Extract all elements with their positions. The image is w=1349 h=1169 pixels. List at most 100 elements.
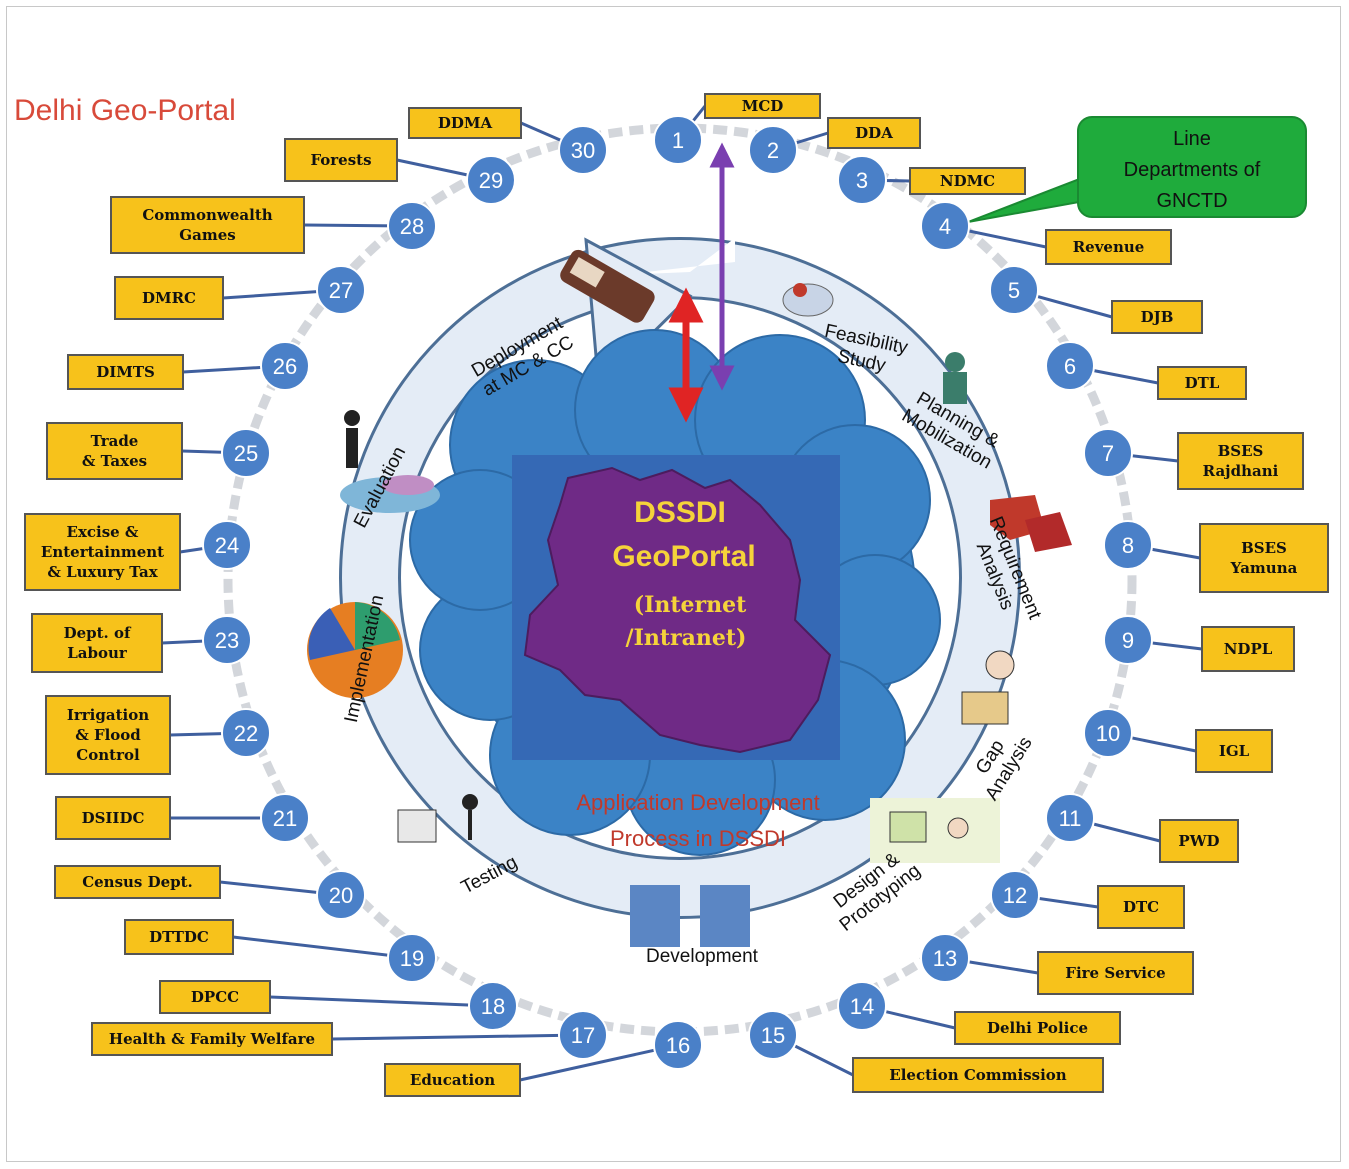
dept-label-27-1: DMRC bbox=[142, 289, 196, 307]
node-number-29: 29 bbox=[479, 168, 503, 193]
callout-line-1: Line bbox=[1173, 128, 1211, 150]
dept-box-30 bbox=[408, 107, 522, 139]
dept-box-19 bbox=[124, 919, 234, 955]
node-circle-8 bbox=[1103, 520, 1153, 570]
dept-label-16-1: Education bbox=[410, 1071, 495, 1089]
phase-development: Development bbox=[646, 946, 759, 967]
node-circle-5 bbox=[989, 265, 1039, 315]
dept-label-24-1: Excise & bbox=[67, 523, 139, 541]
page-title: Delhi Geo-Portal bbox=[14, 94, 236, 127]
dept-box-9 bbox=[1201, 626, 1295, 672]
node-circle-24 bbox=[202, 520, 252, 570]
dept-label-22-3: Control bbox=[76, 746, 140, 764]
dept-label-11-1: PWD bbox=[1178, 832, 1219, 850]
dept-box-6 bbox=[1157, 366, 1247, 400]
node-number-2: 2 bbox=[767, 138, 779, 163]
dept-box-2 bbox=[827, 117, 921, 149]
node-circle-30 bbox=[558, 125, 608, 175]
node-circle-2 bbox=[748, 125, 798, 175]
center-title-1: DSSDI bbox=[634, 496, 726, 529]
node-number-20: 20 bbox=[329, 883, 353, 908]
node-circle-18 bbox=[468, 981, 518, 1031]
node-number-12: 12 bbox=[1003, 883, 1027, 908]
dept-box-8 bbox=[1199, 523, 1329, 593]
page-frame bbox=[6, 6, 1341, 1162]
connector-line-17 bbox=[331, 1033, 584, 1041]
node-circle-16 bbox=[653, 1020, 703, 1070]
dept-label-9-1: NDPL bbox=[1224, 640, 1273, 658]
planning-icon bbox=[943, 352, 967, 404]
dept-label-25-2: & Taxes bbox=[82, 452, 147, 470]
dept-box-13 bbox=[1037, 951, 1194, 995]
dept-label-25-1: Trade bbox=[91, 432, 139, 450]
node-circle-21 bbox=[260, 793, 310, 843]
node-circle-22 bbox=[221, 708, 271, 758]
node-number-14: 14 bbox=[850, 994, 874, 1019]
node-number-15: 15 bbox=[761, 1023, 785, 1048]
node-number-28: 28 bbox=[400, 214, 424, 239]
dept-label-4-1: Revenue bbox=[1073, 238, 1145, 256]
dept-label-22-1: Irrigation bbox=[67, 706, 149, 724]
node-circle-25 bbox=[221, 428, 271, 478]
dept-box-4 bbox=[1045, 229, 1172, 265]
dept-label-23-1: Dept. of bbox=[64, 624, 132, 642]
dept-label-12-1: DTC bbox=[1123, 898, 1159, 916]
dept-box-10 bbox=[1195, 729, 1273, 773]
node-number-3: 3 bbox=[856, 168, 868, 193]
connector-line-18 bbox=[269, 995, 494, 1008]
dept-box-17 bbox=[91, 1022, 333, 1056]
dept-label-28-1: Commonwealth bbox=[142, 206, 272, 224]
dept-label-8-1: BSES bbox=[1241, 539, 1287, 557]
node-circle-23 bbox=[202, 615, 252, 665]
node-circle-20 bbox=[316, 870, 366, 920]
dept-label-29-1: Forests bbox=[310, 151, 371, 169]
node-number-21: 21 bbox=[273, 806, 297, 831]
node-circle-28 bbox=[387, 201, 437, 251]
dept-box-24 bbox=[24, 513, 181, 591]
dept-label-10-1: IGL bbox=[1219, 742, 1250, 760]
node-circle-27 bbox=[316, 265, 366, 315]
center-title-4: /Intranet) bbox=[626, 625, 747, 651]
dept-box-12 bbox=[1097, 885, 1185, 929]
dept-label-8-2: Yamuna bbox=[1230, 559, 1298, 577]
dept-label-7-2: Rajdhani bbox=[1203, 462, 1279, 480]
dept-label-14-1: Delhi Police bbox=[987, 1019, 1088, 1037]
node-circle-3 bbox=[837, 155, 887, 205]
node-number-10: 10 bbox=[1096, 721, 1120, 746]
node-circle-10 bbox=[1083, 708, 1133, 758]
node-number-7: 7 bbox=[1102, 441, 1114, 466]
node-circle-29 bbox=[466, 155, 516, 205]
node-circle-7 bbox=[1083, 428, 1133, 478]
dept-label-28-2: Games bbox=[179, 226, 235, 244]
node-number-13: 13 bbox=[933, 946, 957, 971]
node-circle-9 bbox=[1103, 615, 1153, 665]
dept-box-3 bbox=[909, 167, 1026, 195]
node-number-16: 16 bbox=[666, 1033, 690, 1058]
dept-box-14 bbox=[954, 1011, 1121, 1045]
dept-box-21 bbox=[55, 796, 171, 840]
dept-box-15 bbox=[852, 1057, 1104, 1093]
dept-label-24-3: & Luxury Tax bbox=[47, 563, 158, 581]
node-number-22: 22 bbox=[234, 721, 258, 746]
node-circle-6 bbox=[1045, 341, 1095, 391]
dept-label-1-1: MCD bbox=[742, 97, 784, 115]
dept-box-26 bbox=[67, 354, 184, 390]
implementation-icon bbox=[307, 602, 403, 698]
node-number-25: 25 bbox=[234, 441, 258, 466]
dept-box-27 bbox=[114, 276, 224, 320]
node-number-17: 17 bbox=[571, 1023, 595, 1048]
dept-label-23-2: Labour bbox=[67, 644, 128, 662]
node-circle-19 bbox=[387, 933, 437, 983]
center-title-3: (Internet bbox=[634, 592, 747, 618]
connector-line-16 bbox=[519, 1043, 679, 1082]
node-circle-1 bbox=[653, 115, 703, 165]
node-number-18: 18 bbox=[481, 994, 505, 1019]
evaluation-icon bbox=[340, 410, 440, 513]
dept-label-15-1: Election Commission bbox=[889, 1066, 1067, 1084]
dept-box-7 bbox=[1177, 432, 1304, 490]
node-number-23: 23 bbox=[215, 628, 239, 653]
dept-box-11 bbox=[1159, 819, 1239, 863]
node-number-4: 4 bbox=[939, 214, 951, 239]
connector-line-19 bbox=[232, 935, 413, 960]
